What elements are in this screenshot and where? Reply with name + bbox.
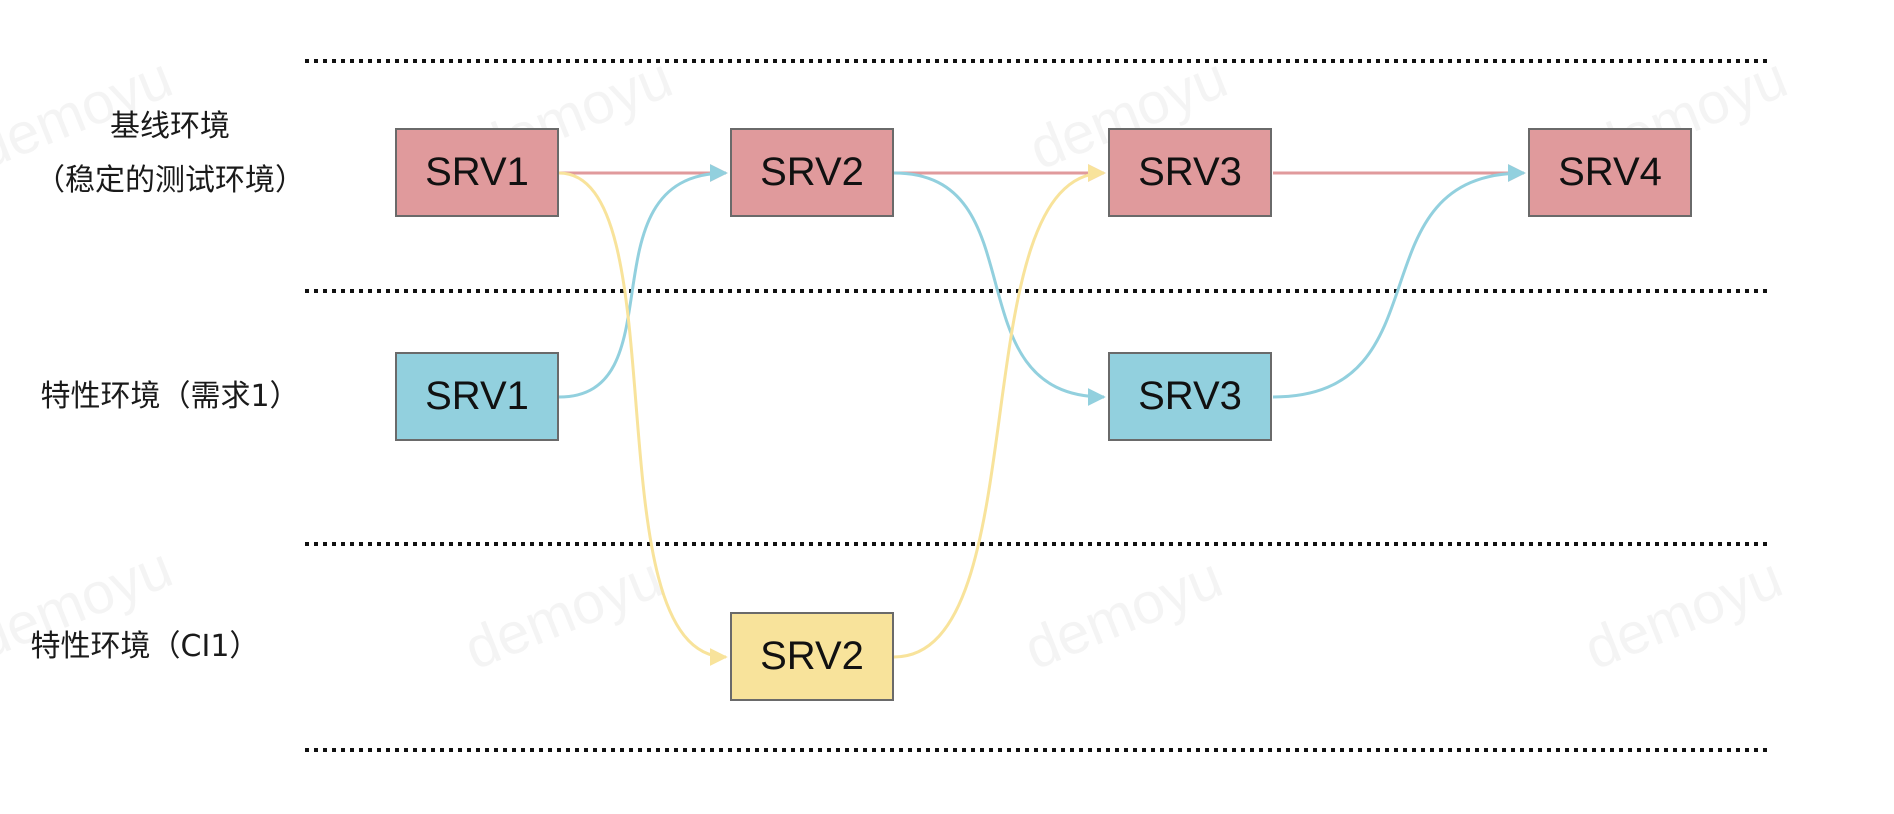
lane-label-feature1: 特性环境（需求1）: [40, 379, 300, 414]
edge-baseline-srv1-to-ci-srv2: [558, 171, 728, 666]
feature-srv1-box[interactable]: SRV1: [395, 352, 559, 441]
lane-label-baseline-line1: 基线环境: [110, 109, 230, 144]
baseline-srv4-box[interactable]: SRV4: [1528, 128, 1692, 217]
baseline-srv1-box[interactable]: SRV1: [395, 128, 559, 217]
edge-feature-srv3-to-baseline-srv4: [1272, 164, 1526, 399]
edge-feature-srv1-to-baseline-srv2: [558, 164, 728, 399]
lane-label-ci1: 特性环境（CI1）: [30, 629, 260, 664]
lane-label-baseline: 基线环境 （稳定的测试环境）: [20, 100, 320, 208]
baseline-srv3-box[interactable]: SRV3: [1108, 128, 1272, 217]
edge-baseline-srv2-to-feature-srv3: [893, 171, 1106, 406]
edge-ci-srv2-to-baseline-srv3: [893, 164, 1106, 659]
baseline-srv2-box[interactable]: SRV2: [730, 128, 894, 217]
lane-label-baseline-line2: （稳定的测试环境）: [35, 163, 305, 198]
ci-srv2-box[interactable]: SRV2: [730, 612, 894, 701]
feature-srv3-box[interactable]: SRV3: [1108, 352, 1272, 441]
